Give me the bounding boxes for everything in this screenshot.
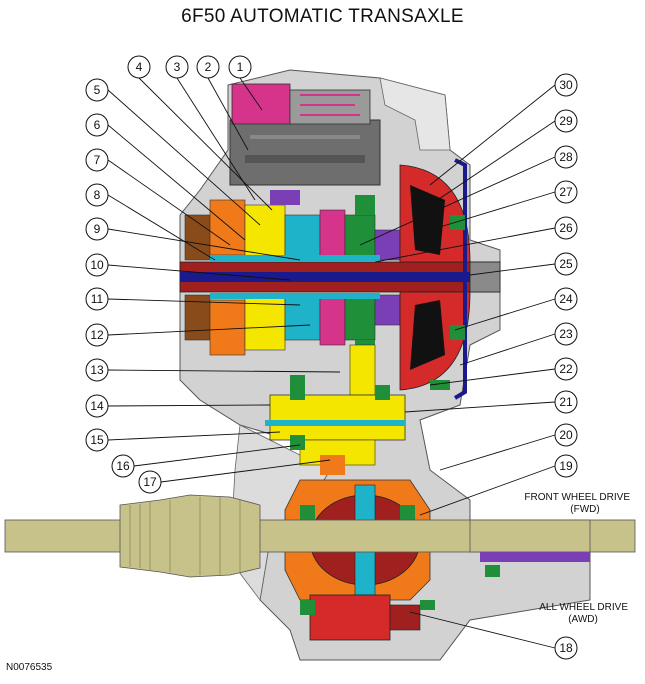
awd-power-take-off <box>300 565 500 641</box>
input-shaft <box>179 261 501 293</box>
callout-27: 27 <box>554 180 578 204</box>
svg-text:7: 7 <box>94 153 101 167</box>
callout-17: 17 <box>138 470 162 494</box>
svg-text:17: 17 <box>143 475 157 489</box>
svg-text:12: 12 <box>90 328 104 342</box>
transfer-gears <box>265 344 406 466</box>
callout-2: 2 <box>196 55 220 79</box>
svg-text:21: 21 <box>559 395 573 409</box>
fwd-abbrev: (FWD) <box>570 504 599 515</box>
svg-text:24: 24 <box>559 292 573 306</box>
callout-8: 8 <box>85 183 109 207</box>
svg-text:16: 16 <box>116 459 130 473</box>
svg-text:15: 15 <box>90 433 104 447</box>
callout-3: 3 <box>165 55 189 79</box>
awd-abbrev: (AWD) <box>568 614 598 625</box>
fwd-label: FRONT WHEEL DRIVE <box>524 492 630 503</box>
callout-4: 4 <box>127 55 151 79</box>
svg-text:11: 11 <box>91 292 104 306</box>
callout-18: 18 <box>554 636 578 660</box>
svg-text:23: 23 <box>559 327 573 341</box>
svg-text:22: 22 <box>559 362 573 376</box>
callout-20: 20 <box>554 423 578 447</box>
svg-text:3: 3 <box>174 60 181 74</box>
callout-22: 22 <box>554 357 578 381</box>
callout-19: 19 <box>554 454 578 478</box>
callout-21: 21 <box>554 390 578 414</box>
svg-text:2: 2 <box>205 60 212 74</box>
callout-24: 24 <box>554 287 578 311</box>
figure-id: N0076535 <box>6 662 53 673</box>
callout-29: 29 <box>554 109 578 133</box>
svg-text:27: 27 <box>559 185 573 199</box>
svg-text:26: 26 <box>559 221 573 235</box>
svg-text:25: 25 <box>559 257 573 271</box>
svg-text:8: 8 <box>94 188 101 202</box>
diagram-title: 6F50 AUTOMATIC TRANSAXLE <box>181 6 464 27</box>
callout-16: 16 <box>111 454 135 478</box>
callout-11: 11 <box>85 287 109 311</box>
callout-26: 26 <box>554 216 578 240</box>
svg-text:28: 28 <box>559 150 573 164</box>
axle-shafts <box>4 494 636 578</box>
svg-text:10: 10 <box>90 258 104 272</box>
svg-text:9: 9 <box>94 222 101 236</box>
callout-25: 25 <box>554 252 578 276</box>
callout-12: 12 <box>85 323 109 347</box>
callout-13: 13 <box>85 358 109 382</box>
svg-text:4: 4 <box>136 60 143 74</box>
svg-text:29: 29 <box>559 114 573 128</box>
drive-labels: FRONT WHEEL DRIVE (FWD) ALL WHEEL DRIVE … <box>524 492 630 625</box>
callout-28: 28 <box>554 145 578 169</box>
callout-7: 7 <box>85 148 109 172</box>
callouts: 1 2 3 4 5 6 7 8 9 10 11 12 13 14 15 16 1… <box>85 55 578 660</box>
callout-5: 5 <box>85 78 109 102</box>
callout-23: 23 <box>554 322 578 346</box>
valve-body <box>229 83 381 186</box>
svg-text:14: 14 <box>90 399 104 413</box>
callout-1: 1 <box>228 55 252 79</box>
torque-converter <box>399 158 471 400</box>
svg-text:30: 30 <box>559 78 573 92</box>
svg-text:19: 19 <box>559 459 573 473</box>
leader-lines <box>107 77 556 649</box>
svg-text:5: 5 <box>94 83 101 97</box>
callout-14: 14 <box>85 394 109 418</box>
svg-text:6: 6 <box>94 118 101 132</box>
callout-30: 30 <box>554 73 578 97</box>
callout-6: 6 <box>85 113 109 137</box>
callout-15: 15 <box>85 428 109 452</box>
svg-text:20: 20 <box>559 428 573 442</box>
awd-label: ALL WHEEL DRIVE <box>539 602 628 613</box>
svg-text:18: 18 <box>559 641 573 655</box>
callout-9: 9 <box>85 217 109 241</box>
clutch-and-planetary-assembly <box>184 190 401 360</box>
callout-10: 10 <box>85 253 109 277</box>
svg-text:1: 1 <box>237 60 244 74</box>
svg-text:13: 13 <box>90 363 104 377</box>
